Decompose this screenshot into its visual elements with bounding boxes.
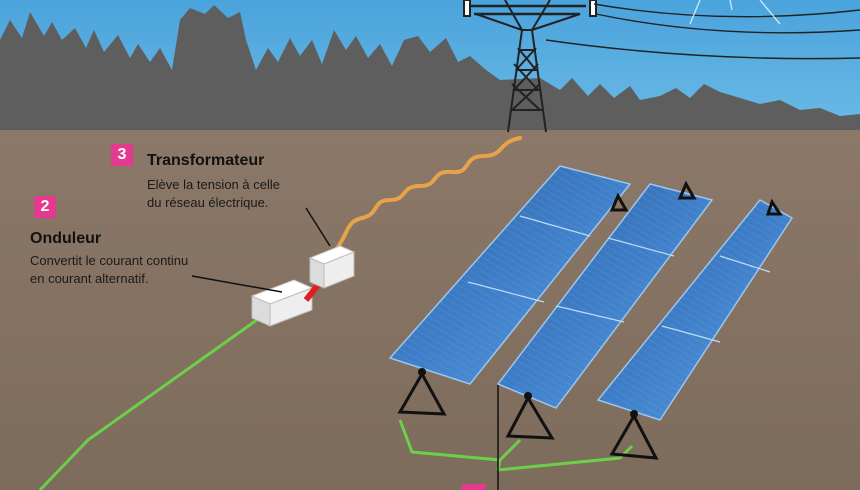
transformer-title: Transformateur bbox=[147, 152, 265, 169]
transformer-leader-line bbox=[305, 207, 331, 247]
solar-panel-3 bbox=[596, 199, 794, 421]
inverter-title: Onduleur bbox=[30, 230, 102, 247]
transmission-tower bbox=[463, 0, 597, 133]
transformer-description-line-2: du réseau électrique. bbox=[147, 195, 269, 210]
inverter-description-line-1: Convertit le courant continu bbox=[30, 253, 189, 268]
power-lines bbox=[545, 3, 860, 60]
solar-panel-1 bbox=[388, 165, 632, 385]
support-joints bbox=[418, 368, 638, 418]
panel-supports bbox=[397, 180, 783, 460]
transformer-description-line-1: Elève la tension à celle bbox=[147, 177, 280, 192]
inverter-description-line-2: en courant alternatif. bbox=[30, 271, 149, 286]
step-3-badge: 3 bbox=[111, 144, 133, 166]
tree-line bbox=[0, 5, 860, 135]
badge-partial bbox=[462, 484, 486, 490]
transformer-box bbox=[308, 245, 356, 289]
ac-cable bbox=[334, 136, 522, 252]
step-2-badge: 2 bbox=[34, 196, 56, 218]
sun-rays bbox=[689, 0, 781, 25]
inverter-leader-line bbox=[191, 275, 283, 293]
